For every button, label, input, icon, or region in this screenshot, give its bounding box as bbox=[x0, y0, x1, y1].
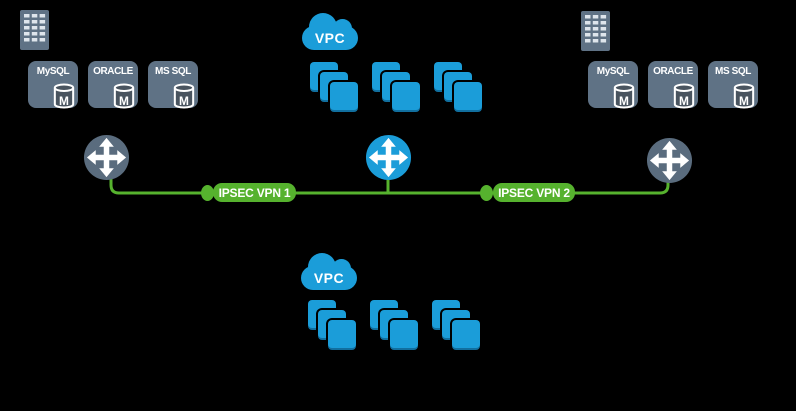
database-badge: M bbox=[739, 94, 749, 108]
database-node-mssql-left: MS SQL M bbox=[148, 61, 198, 109]
instance-square bbox=[392, 82, 420, 110]
horizontal-arrows-icon bbox=[86, 150, 127, 165]
database-cylinder-icon: M bbox=[53, 83, 75, 109]
instance-square bbox=[328, 320, 356, 348]
database-badge: M bbox=[679, 94, 689, 108]
instance-square bbox=[390, 320, 418, 348]
vpn-label-1: IPSEC VPN 1 bbox=[213, 183, 296, 202]
database-badge: M bbox=[179, 94, 189, 108]
vpc-cloud-icon-bottom: VPC bbox=[301, 252, 357, 290]
vpn-label-2: IPSEC VPN 2 bbox=[493, 183, 575, 202]
instance-square bbox=[330, 82, 358, 110]
router-icon-center bbox=[365, 134, 412, 181]
instance-square bbox=[454, 82, 482, 110]
database-label: MS SQL bbox=[155, 66, 191, 77]
instance-stack bbox=[372, 62, 420, 112]
database-cylinder-icon: M bbox=[173, 83, 195, 109]
database-cylinder-icon: M bbox=[673, 83, 695, 109]
cloud-base bbox=[301, 266, 357, 290]
horizontal-arrows-icon bbox=[649, 153, 690, 168]
vpn-endpoint-dot bbox=[480, 185, 493, 201]
database-cylinder-icon: M bbox=[113, 83, 135, 109]
database-cylinder-icon: M bbox=[613, 83, 635, 109]
datacenter-building-icon-left bbox=[20, 10, 49, 50]
database-label: MS SQL bbox=[715, 66, 751, 77]
database-label: MySQL bbox=[36, 66, 70, 77]
instance-stack bbox=[432, 300, 480, 350]
cloud-base bbox=[302, 26, 358, 50]
database-cylinder-icon: M bbox=[733, 83, 755, 109]
instance-stack bbox=[434, 62, 482, 112]
vpc-cloud-icon-top: VPC bbox=[302, 12, 358, 50]
database-badge: M bbox=[59, 94, 69, 108]
database-label: ORACLE bbox=[93, 66, 133, 77]
router-icon-left bbox=[83, 134, 130, 181]
database-label: ORACLE bbox=[653, 66, 693, 77]
vpn-endpoint-dot bbox=[201, 185, 214, 201]
datacenter-building-icon-right bbox=[581, 11, 610, 51]
instance-stack bbox=[310, 62, 358, 112]
database-node-oracle-left: ORACLE M bbox=[88, 61, 138, 109]
router-icon-right bbox=[646, 137, 693, 184]
building-windows bbox=[24, 14, 46, 42]
instance-stack bbox=[370, 300, 418, 350]
building-windows bbox=[585, 15, 607, 43]
database-node-mysql-right: MySQL M bbox=[588, 61, 638, 109]
vpc-label: VPC bbox=[313, 270, 345, 286]
database-badge: M bbox=[119, 94, 129, 108]
horizontal-arrows-icon bbox=[368, 150, 409, 165]
database-node-mssql-right: MS SQL M bbox=[708, 61, 758, 109]
database-node-mysql-left: MySQL M bbox=[28, 61, 78, 109]
database-label: MySQL bbox=[596, 66, 630, 77]
database-badge: M bbox=[619, 94, 629, 108]
vpc-label: VPC bbox=[314, 30, 346, 46]
instance-square bbox=[452, 320, 480, 348]
instance-stack bbox=[308, 300, 356, 350]
database-node-oracle-right: ORACLE M bbox=[648, 61, 698, 109]
